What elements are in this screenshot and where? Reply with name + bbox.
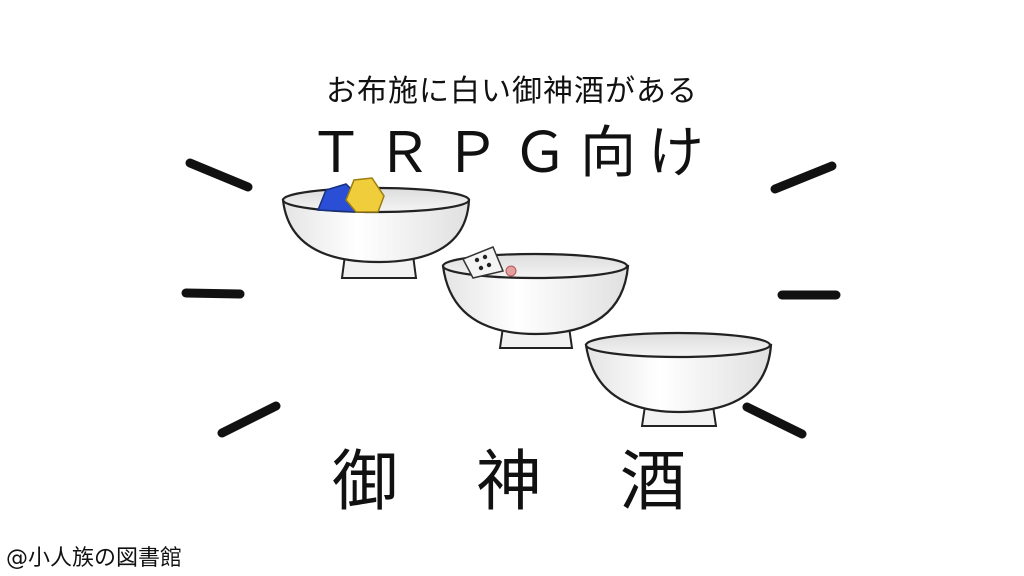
playing-card-icon (461, 246, 517, 279)
emphasis-line-top-left (185, 158, 253, 192)
page-title: ＴＲＰＧ向け (308, 121, 716, 186)
emphasis-line-bottom-left (217, 401, 281, 438)
main-title: 御 神 酒 (332, 443, 692, 520)
emphasis-line-middle-left (181, 288, 245, 299)
yellow-die-icon (345, 177, 385, 213)
sake-bowl-empty (584, 331, 773, 427)
subtitle: お布施に白い御神酒がある (326, 74, 698, 109)
emphasis-line-top-right (770, 161, 837, 194)
emphasis-line-bottom-right (742, 402, 807, 439)
credit-text: @小人族の図書館 (6, 546, 183, 571)
sake-bowl-cards (441, 246, 630, 349)
emphasis-lines (181, 158, 841, 439)
sake-bowl-dice (281, 177, 471, 279)
